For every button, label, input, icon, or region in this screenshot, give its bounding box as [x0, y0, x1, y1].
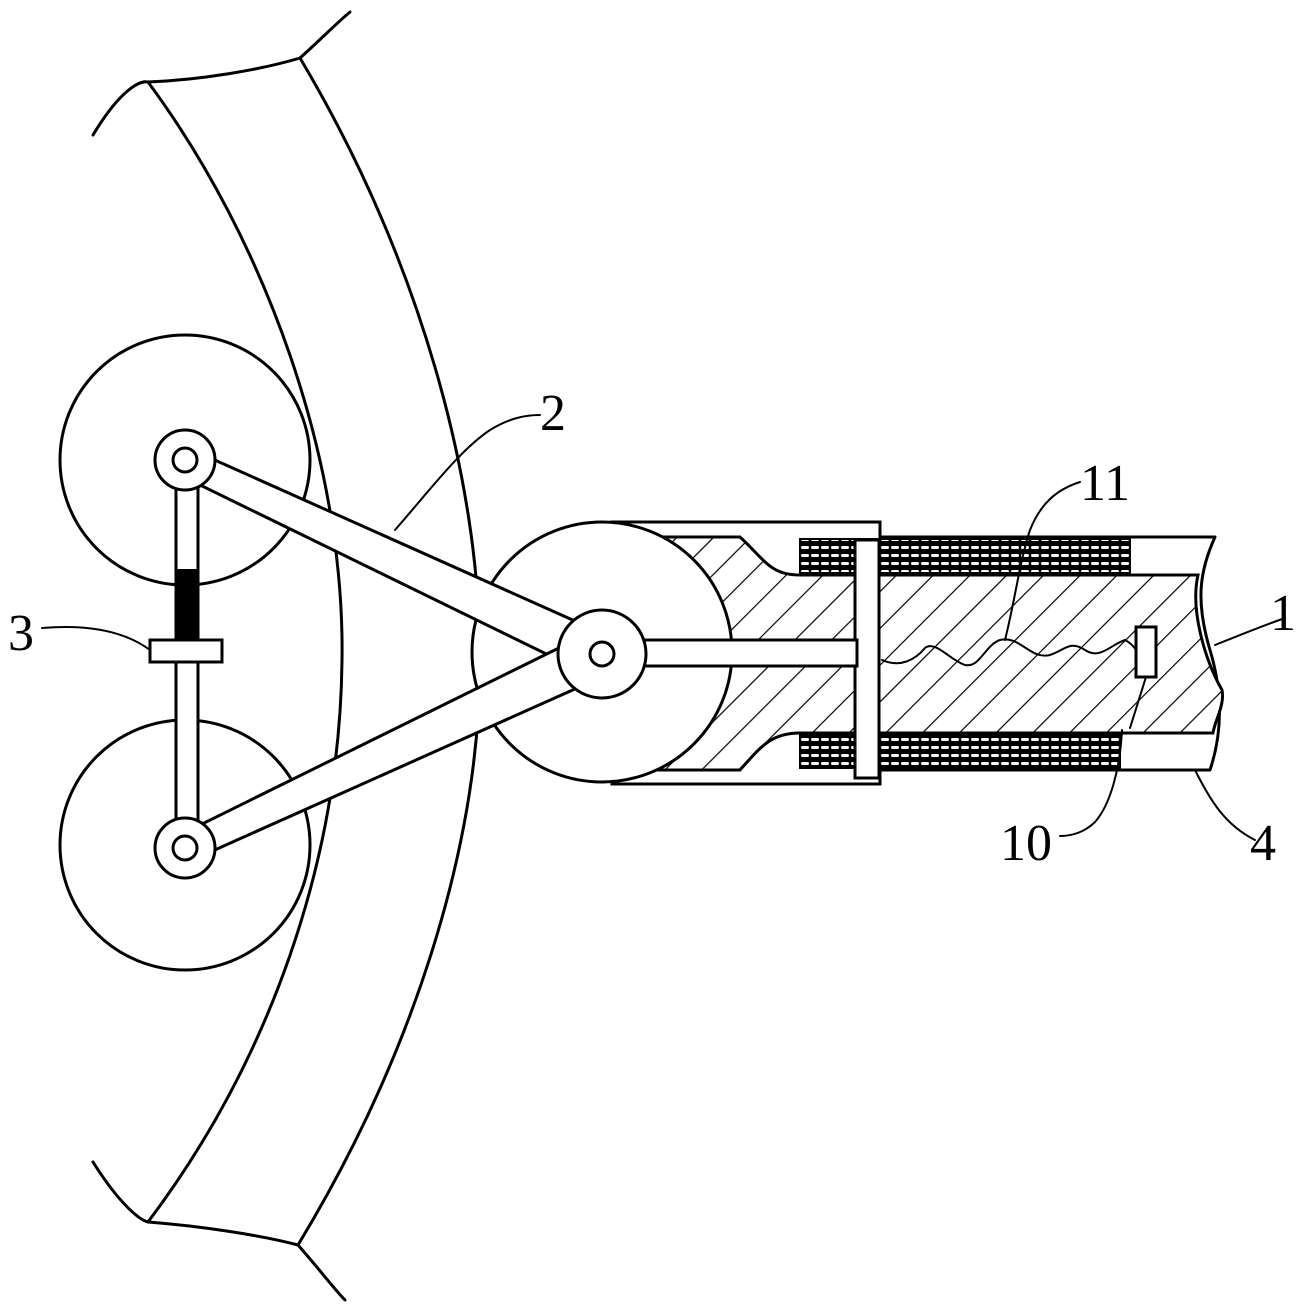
- label-11: 11: [1080, 455, 1130, 512]
- sensor-tab: [1134, 625, 1158, 679]
- slider-block: [148, 638, 224, 664]
- reference-labels: 2 3 11 1 10 4: [8, 385, 1296, 872]
- rim-top-edge: [91, 10, 352, 137]
- upper-coil: [799, 538, 1131, 574]
- label-1: 1: [1270, 585, 1296, 642]
- rim-bottom-edge: [91, 1160, 347, 1302]
- label-3: 3: [8, 605, 34, 662]
- tube-outline: [878, 535, 1221, 772]
- piston-rod: [638, 638, 859, 668]
- leader-lines: [41, 414, 1286, 841]
- spring-wire: [881, 638, 1146, 671]
- leader-11: [1004, 481, 1081, 641]
- leader-10: [1059, 729, 1123, 837]
- rim-outer-arc: [296, 56, 482, 1247]
- piston-plate: [853, 538, 881, 780]
- leader-2: [394, 414, 541, 531]
- triangle-frame: [148, 436, 859, 874]
- label-10: 10: [1000, 815, 1052, 872]
- pivot-joints: [153, 428, 648, 880]
- leader-3: [41, 626, 151, 651]
- leader-1: [1214, 617, 1286, 646]
- leader-4: [1194, 769, 1256, 841]
- lower-coil: [799, 733, 1121, 769]
- label-4: 4: [1250, 815, 1276, 872]
- adjust-screw: [177, 569, 197, 643]
- rim-inner-arc: [146, 80, 344, 1224]
- label-2: 2: [540, 385, 566, 442]
